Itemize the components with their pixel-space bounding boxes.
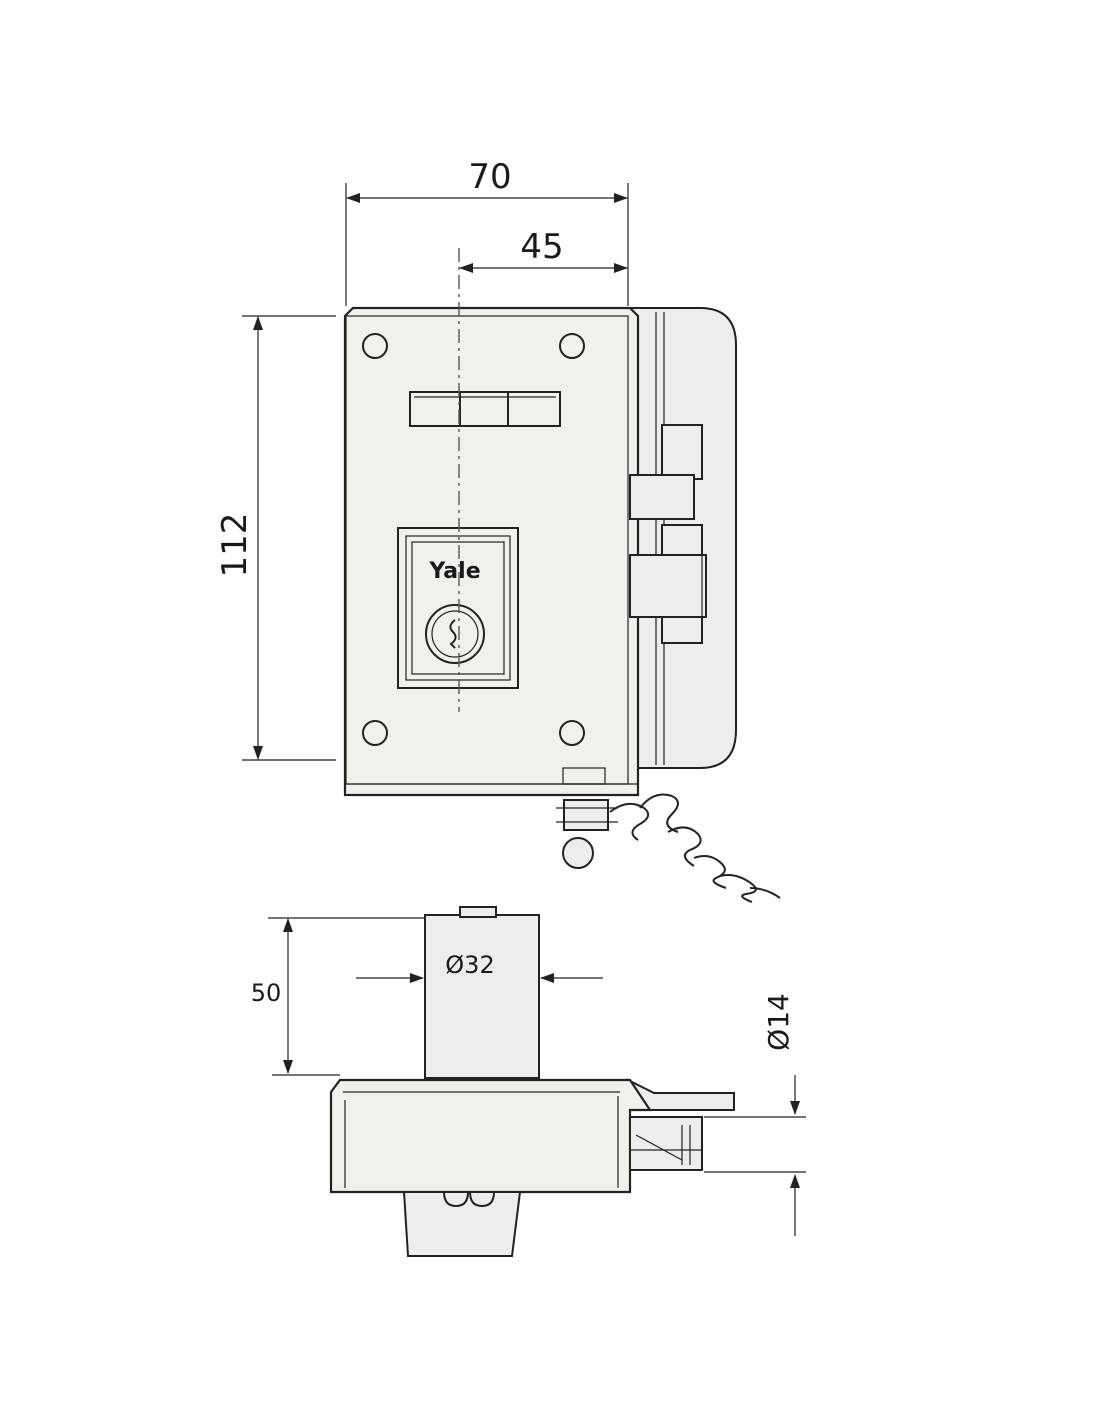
keyhole-icon — [449, 619, 457, 649]
dimension-label-diameter-14: Ø14 — [762, 993, 795, 1051]
dimension-label-70: 70 — [468, 157, 511, 197]
key-cylinder — [425, 604, 485, 664]
bottom-view — [329, 906, 735, 1257]
security-pin-chain — [556, 793, 781, 903]
bolt-side — [629, 1116, 703, 1171]
bolt-assembly — [629, 424, 707, 644]
indicator-window — [409, 391, 561, 427]
dimension-height-112: 112 — [215, 315, 336, 761]
screw-hole-top-right — [559, 333, 585, 359]
lock-body-bottom — [329, 1078, 653, 1194]
dimension-width-70: 70 — [345, 157, 629, 306]
dimension-diameter-14: Ø14 — [704, 993, 806, 1236]
dimension-label-diameter-32: Ø32 — [445, 951, 494, 979]
key-cylinder-plate: Yale — [397, 527, 519, 689]
dimension-diameter-32: Ø32 — [356, 951, 603, 983]
dimension-width-45: 45 — [459, 227, 628, 273]
screw-hole-bottom-right — [559, 720, 585, 746]
thumb-knob — [402, 1191, 522, 1257]
cylinder-side — [424, 906, 540, 1079]
dimension-depth-50: 50 — [251, 917, 426, 1076]
dimension-label-112: 112 — [215, 513, 255, 578]
screw-hole-bottom-left — [362, 720, 388, 746]
dimension-label-45: 45 — [520, 227, 563, 267]
brand-logo: Yale — [428, 559, 480, 584]
dimension-label-50: 50 — [251, 979, 282, 1007]
screw-hole-top-left — [362, 333, 388, 359]
lock-body — [343, 306, 640, 797]
front-view: Yale — [343, 248, 781, 903]
